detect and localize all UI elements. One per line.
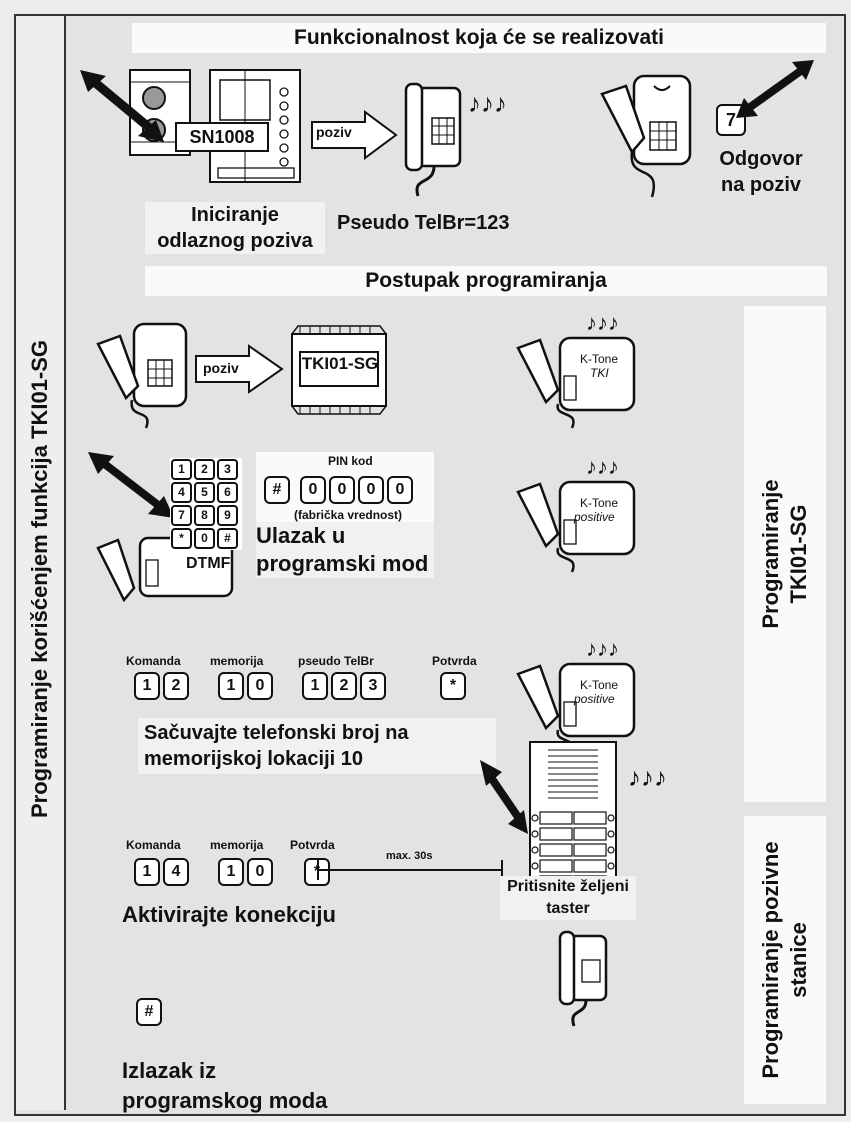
key: 2 — [163, 672, 189, 700]
key: 1 — [218, 672, 244, 700]
key: 1 — [134, 858, 160, 886]
call-arrow-icon — [311, 110, 398, 160]
pin-hash-key: # — [264, 476, 290, 504]
left-title-bar: Programiranje korišćenjem funkcija TKI01… — [16, 16, 66, 1110]
section1-title: Funkcionalnost koja će se realizovati — [132, 23, 826, 53]
ktone-label-1: K-Tone — [580, 352, 619, 366]
ktone-phone-icon-2 — [516, 480, 636, 573]
keypad-key: 9 — [217, 505, 238, 526]
keypad-key: 1 — [171, 459, 192, 480]
keypad-key: 7 — [171, 505, 192, 526]
pseudo-number-label: Pseudo TelBr=123 — [337, 212, 510, 234]
module-illustration — [291, 325, 387, 415]
wall-phone-icon — [600, 74, 692, 198]
step4-label-memory: memorija — [210, 838, 264, 852]
ktone-positive-label-1: positive — [574, 510, 615, 524]
pin-key: 0 — [387, 476, 413, 504]
key: * — [440, 672, 466, 700]
pin-note: (fabrička vrednost) — [294, 508, 403, 522]
exit-program-mode-label: Izlazak iz programskog moda — [122, 1058, 328, 1113]
keypad-key: 3 — [217, 459, 238, 480]
pin-key: 0 — [358, 476, 384, 504]
keypad-key: 5 — [194, 482, 215, 503]
device-code-label: SN1008 — [175, 122, 269, 152]
keypad-key: 4 — [171, 482, 192, 503]
ktone-phone-icon-3 — [516, 662, 636, 755]
dtmf-label: DTMF — [186, 555, 231, 572]
keypad-key: 6 — [217, 482, 238, 503]
step3-caption: Sačuvajte telefonski broj na memorijskoj… — [138, 718, 496, 774]
call-arrow-label: poziv — [316, 124, 352, 140]
pin-key: 0 — [329, 476, 355, 504]
ktone-ringtone-icon-1: ♪♪♪ — [586, 310, 619, 335]
step3-label-memory: memorija — [210, 654, 264, 668]
step4-label-confirm: Potvrda — [290, 838, 335, 852]
enter-program-mode-label: Ulazak u programski mod — [256, 522, 434, 578]
key: 4 — [163, 858, 189, 886]
initiating-call-label: Iniciranje odlaznog poziva — [145, 202, 325, 254]
pin-key: 0 — [300, 476, 326, 504]
ktone-label-2: K-Tone — [580, 496, 619, 510]
key: 1 — [134, 672, 160, 700]
step3-label-confirm: Potvrda — [432, 654, 477, 668]
ktone-label-3: K-Tone — [580, 678, 619, 692]
call-arrow-icon-step1 — [195, 344, 284, 394]
timer-label: max. 30s — [386, 850, 433, 862]
desk-phone-icon — [404, 82, 462, 197]
call-arrow-label-step1: poziv — [203, 360, 239, 376]
keypad-key: 0 — [194, 528, 215, 549]
keypad-key: 2 — [194, 459, 215, 480]
door-panel-illustration — [529, 741, 617, 913]
step3-confirm-keys: * — [440, 672, 469, 700]
exit-hash-key: # — [136, 998, 162, 1026]
step4-caption: Aktivirajte konekciju — [122, 902, 336, 927]
answer-call-label: Odgovor na poziv — [719, 148, 803, 196]
keypad-key: 8 — [194, 505, 215, 526]
side-label-1: Programiranje TKI01-SG — [758, 479, 811, 629]
pin-title: PIN kod — [328, 454, 373, 468]
ringtone-icon: ♪♪♪ — [468, 88, 507, 118]
key: 0 — [247, 672, 273, 700]
step3-label-pseudo: pseudo TelBr — [298, 654, 374, 668]
ringtone-icon-door: ♪♪♪ — [628, 762, 667, 792]
side-label-2: Programiranje pozivne stanice — [758, 841, 811, 1079]
desk-phone-icon-bottom — [558, 930, 608, 1027]
wall-phone-icon-step1 — [96, 322, 188, 429]
section2-title: Postupak programiranja — [145, 266, 827, 296]
ktone-positive-label-2: positive — [574, 692, 615, 706]
ktone-tki-label: TKI — [590, 366, 609, 380]
key: 1 — [218, 858, 244, 886]
door-station-illustration — [480, 760, 528, 834]
keypad-key: * — [171, 528, 192, 549]
press-arrow-icon — [80, 70, 164, 142]
step3-label-command: Komanda — [126, 654, 181, 668]
press-arrow-icon-2 — [736, 60, 814, 118]
ktone-phone-icon-1 — [516, 336, 636, 429]
side-panel-1: Programiranje TKI01-SG — [744, 306, 826, 802]
module-label: TKI01-SG — [301, 354, 379, 373]
keypad-key: # — [217, 528, 238, 549]
side-panel-2: Programiranje pozivne stanice — [744, 816, 826, 1104]
key: 2 — [331, 672, 357, 700]
left-title: Programiranje korišćenjem funkcija TKI01… — [27, 339, 52, 819]
ktone-ringtone-icon-3: ♪♪♪ — [586, 636, 619, 661]
key: 0 — [247, 858, 273, 886]
press-button-label: Pritisnite željeni taster — [500, 876, 636, 920]
step4-label-command: Komanda — [126, 838, 181, 852]
key: 3 — [360, 672, 386, 700]
ktone-ringtone-icon-2: ♪♪♪ — [586, 454, 619, 479]
key: 1 — [302, 672, 328, 700]
